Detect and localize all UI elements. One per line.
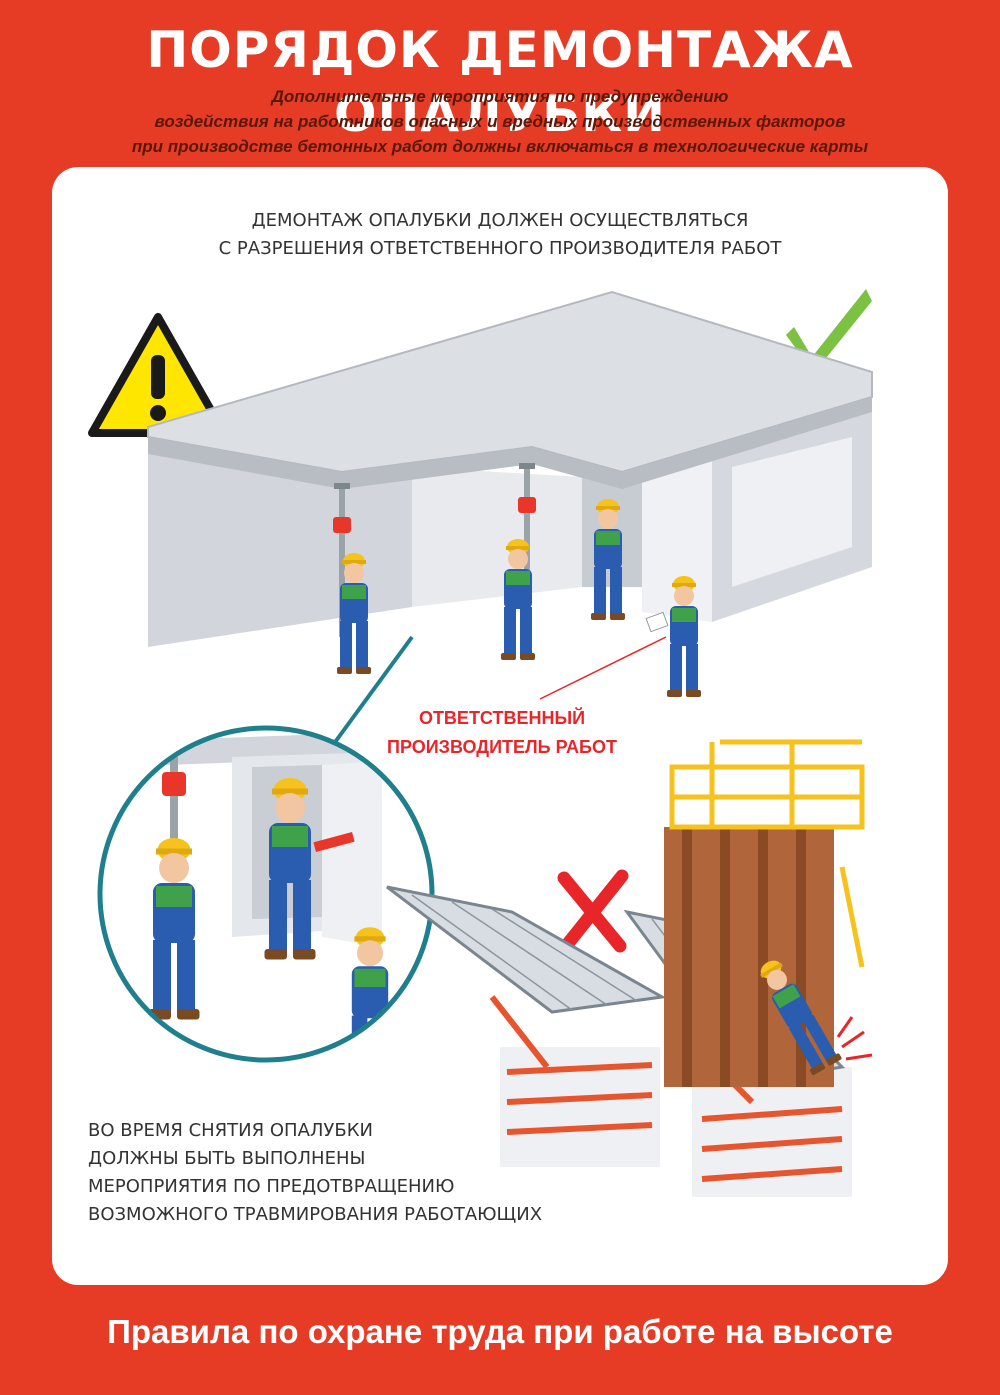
illustration-panel: ДЕМОНТАЖ ОПАЛУБКИ ДОЛЖЕН ОСУЩЕСТВЛЯТЬСЯ …: [52, 167, 948, 1285]
subtitle-line-2: воздействия на работников опасных и вред…: [154, 112, 846, 131]
lens-connector: [328, 635, 414, 751]
bottom-note-line-4: ВОЗМОЖНОГО ТРАВМИРОВАНИЯ РАБОТАЮЩИХ: [88, 1204, 543, 1225]
formwork-illustration: [88, 289, 873, 1197]
top-note-line-2: С РАЗРЕШЕНИЯ ОТВЕТСТВЕННОГО ПРОИЗВОДИТЕЛ…: [218, 238, 782, 259]
poster-title: ПОРЯДОК ДЕМОНТАЖА ОПАЛУБКИ: [146, 21, 854, 143]
cross-mark-icon: [557, 869, 629, 953]
subtitle-line-1: Дополнительные мероприятия по предупрежд…: [271, 87, 729, 106]
responsible-label: ОТВЕТСТВЕННЫЙ ПРОИЗВОДИТЕЛЬ РАБОТ: [382, 704, 622, 762]
climbing-formwork-illustration: [386, 739, 873, 1197]
bottom-note-line-2: ДОЛЖНЫ БЫТЬ ВЫПОЛНЕНЫ: [88, 1148, 366, 1169]
top-note: ДЕМОНТАЖ ОПАЛУБКИ ДОЛЖЕН ОСУЩЕСТВЛЯТЬСЯ …: [52, 207, 948, 263]
responsible-label-line-2: ПРОИЗВОДИТЕЛЬ РАБОТ: [387, 737, 617, 757]
responsible-label-line-1: ОТВЕТСТВЕННЫЙ: [418, 708, 586, 728]
subtitle-line-3: при производстве бетонных работ должны в…: [131, 137, 869, 156]
bottom-note-line-1: ВО ВРЕМЯ СНЯТИЯ ОПАЛУБКИ: [88, 1120, 373, 1141]
bottom-note-line-3: МЕРОПРИЯТИЯ ПО ПРЕДОТВРАЩЕНИЮ: [88, 1176, 455, 1197]
poster-footer: Правила по охране труда при работе на вы…: [107, 1313, 893, 1350]
pointer-line: [539, 636, 667, 700]
top-note-line-1: ДЕМОНТАЖ ОПАЛУБКИ ДОЛЖЕН ОСУЩЕСТВЛЯТЬСЯ: [251, 210, 749, 231]
magnified-view: [97, 725, 435, 1063]
bottom-note: ВО ВРЕМЯ СНЯТИЯ ОПАЛУБКИ ДОЛЖНЫ БЫТЬ ВЫП…: [88, 1117, 542, 1229]
workers-top-scene: [337, 499, 701, 697]
